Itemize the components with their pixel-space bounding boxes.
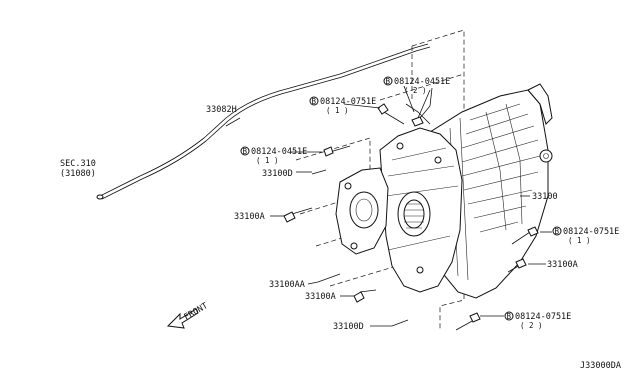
stud-33100D-lower [391, 319, 409, 327]
bolt-marker-3 [240, 146, 250, 156]
label-08124-0451E-left: 08124-0451E [251, 147, 307, 157]
label-33100A-right: 33100A [547, 260, 578, 270]
label-08124-0751E-bottom: 08124-0751E [515, 312, 571, 322]
label-08124-0451E-top: 08124-0451E [394, 77, 450, 87]
bolt-33100A-right [507, 258, 527, 273]
leader-lines [225, 85, 552, 327]
bolt-marker-1-letter: B [386, 77, 391, 86]
qty-08124-0451E-left: ( 1 ) [256, 156, 279, 165]
bolt-33100A-left [283, 207, 313, 223]
bolt-markers [240, 76, 562, 321]
qty-08124-0751E-top: ( 1 ) [326, 106, 349, 115]
qty-08124-0751E-right: ( 1 ) [568, 236, 591, 245]
bolt-08124-0451E-top [411, 89, 431, 127]
bolt-marker-4-letter: B [555, 227, 560, 236]
bolt-08124-0751E-top [377, 103, 405, 125]
bolt-marker-3-letter: B [243, 147, 248, 156]
bolt-08124-0751E-right [511, 226, 539, 245]
bolt-marker-5-letter: B [507, 312, 512, 321]
label-33100A-lower: 33100A [305, 292, 336, 302]
bolt-marker-1 [383, 76, 393, 86]
bolt-marker-5 [504, 311, 514, 321]
label-front: FRONT [183, 301, 210, 322]
bolt-08124-0751E-bottom [455, 312, 481, 331]
front-arrow [166, 308, 199, 329]
label-08124-0751E-top: 08124-0751E [320, 97, 376, 107]
transfer-case [335, 83, 553, 299]
bolt-33100AA [317, 273, 341, 283]
bolt-marker-2-letter: B [312, 97, 317, 106]
label-sec-310: SEC.310 [60, 159, 96, 169]
label-31080: (31080) [60, 169, 96, 179]
bolt-08124-0451E-left [323, 145, 351, 157]
label-33100A-left: 33100A [234, 212, 265, 222]
label-33100: 33100 [532, 192, 558, 202]
diagram-code: J33000DA [580, 361, 621, 371]
breather-hose [96, 43, 431, 200]
qty-08124-0751E-bottom: ( 2 ) [520, 321, 543, 330]
label-33100D-upper: 33100D [262, 169, 293, 179]
label-33100D-lower: 33100D [333, 322, 364, 332]
bolts [283, 89, 539, 331]
qty-08124-0451E-top: ( 2 ) [404, 86, 427, 95]
bolt-marker-4 [552, 226, 562, 236]
label-33100AA: 33100AA [269, 280, 305, 290]
stud-33100D-upper [311, 169, 327, 175]
label-08124-0751E-right: 08124-0751E [563, 227, 619, 237]
label-33082H: 33082H [206, 105, 237, 115]
bolt-marker-2 [309, 96, 319, 106]
bolt-33100A-lower [353, 289, 377, 303]
